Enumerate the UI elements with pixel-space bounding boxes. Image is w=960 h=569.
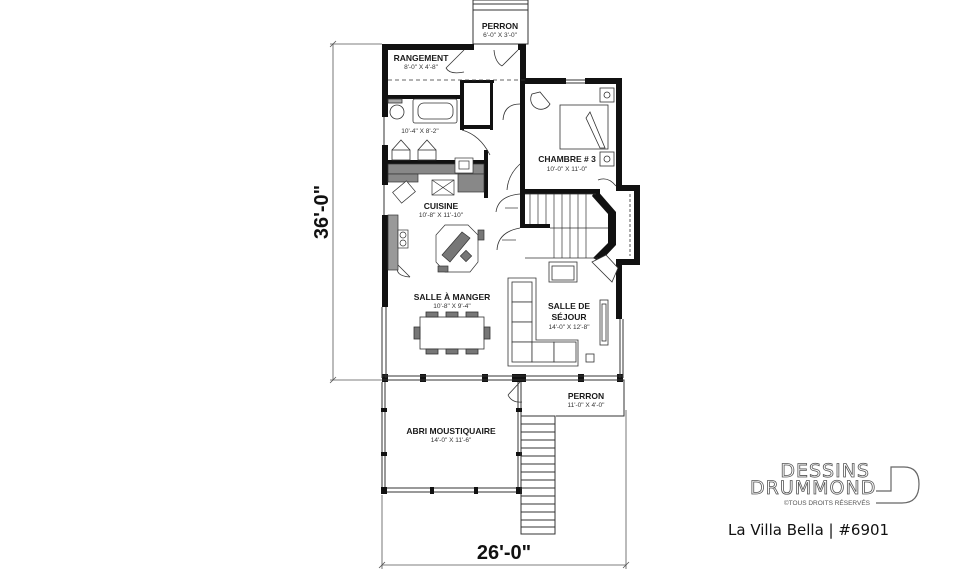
perron-top [472, 0, 529, 45]
room-label-salle-de-sejour: SALLE DE SÉJOUR 14'-0" X 12'-8" [548, 301, 590, 331]
dimension-width [378, 410, 630, 569]
svg-text:6'-0" X 3'-0": 6'-0" X 3'-0" [483, 32, 518, 39]
interior-walls [388, 80, 616, 262]
svg-text:10'-8" X 9'-4": 10'-8" X 9'-4" [433, 303, 471, 310]
svg-text:10'-4" X 8'-2": 10'-4" X 8'-2" [401, 128, 439, 135]
drummond-logo-icon [876, 466, 920, 504]
room-label-bathroom: 10'-4" X 8'-2" [401, 128, 439, 135]
room-label-chambre3: CHAMBRE # 3 10'-0" X 11'-0" [538, 154, 596, 173]
width-dimension-label: 26'-0" [477, 542, 531, 564]
dimension-depth [329, 40, 382, 384]
room-label-perron-top: PERRON 6'-0" X 3'-0" [482, 21, 518, 39]
svg-text:14'-0" X 11'-6": 14'-0" X 11'-6" [431, 437, 472, 444]
room-label-rangement: RANGEMENT 8'-0" X 4'-8" [394, 53, 450, 71]
screen-porch-posts [381, 408, 522, 494]
depth-dimension-label: 36'-0" [311, 185, 333, 239]
plan-title: La Villa Bella | #6901 [728, 521, 890, 539]
living-sofa [507, 254, 619, 367]
svg-text:11'-0" X 4'-0": 11'-0" X 4'-0" [568, 402, 606, 409]
dining-table [413, 311, 491, 355]
brand-copyright: ©TOUS DROITS RÉSERVÉS [783, 500, 870, 507]
room-label-salle-a-manger: SALLE À MANGER 10'-8" X 9'-4" [414, 292, 491, 310]
brand-block: DESSINS DRUMMOND ©TOUS DROITS RÉSERVÉS [750, 460, 950, 507]
doors [396, 49, 617, 403]
svg-text:10'-8" X 11'-10": 10'-8" X 11'-10" [419, 212, 464, 219]
svg-text:ABRI MOUSTIQUAIRE: ABRI MOUSTIQUAIRE [406, 426, 496, 436]
svg-text:CUISINE: CUISINE [424, 201, 459, 211]
svg-text:14'-0" X 12'-8": 14'-0" X 12'-8" [548, 324, 590, 331]
bathroom-fixtures [387, 98, 458, 161]
perron-bottom [520, 379, 625, 535]
screen-porch [381, 382, 522, 494]
svg-text:10'-0" X 11'-0": 10'-0" X 11'-0" [547, 166, 588, 173]
svg-text:PERRON: PERRON [568, 391, 604, 401]
svg-text:CHAMBRE # 3: CHAMBRE # 3 [538, 154, 596, 164]
thin-walls [381, 79, 624, 381]
svg-text:RANGEMENT: RANGEMENT [394, 53, 450, 63]
interior-stairs [502, 193, 608, 259]
svg-text:SALLE À MANGER: SALLE À MANGER [414, 292, 491, 302]
room-label-abri-moustiquaire: ABRI MOUSTIQUAIRE 14'-0" X 11'-6" [406, 426, 496, 444]
svg-text:PERRON: PERRON [482, 21, 518, 31]
room-label-perron-bottom: PERRON 11'-0" X 4'-0" [568, 391, 606, 409]
exterior-walls [382, 44, 640, 382]
kitchen-fixtures [387, 157, 485, 273]
brand-name-line1: DESSINS [780, 460, 870, 482]
svg-text:SALLE DE: SALLE DE [548, 301, 590, 311]
room-label-cuisine: CUISINE 10'-8" X 11'-10" [419, 201, 464, 219]
brand-name-line2: DRUMMOND [750, 477, 877, 499]
bedroom-furniture [530, 87, 631, 256]
svg-text:SÉJOUR: SÉJOUR [552, 312, 587, 322]
svg-text:8'-0" X 4'-8": 8'-0" X 4'-8" [404, 64, 439, 71]
